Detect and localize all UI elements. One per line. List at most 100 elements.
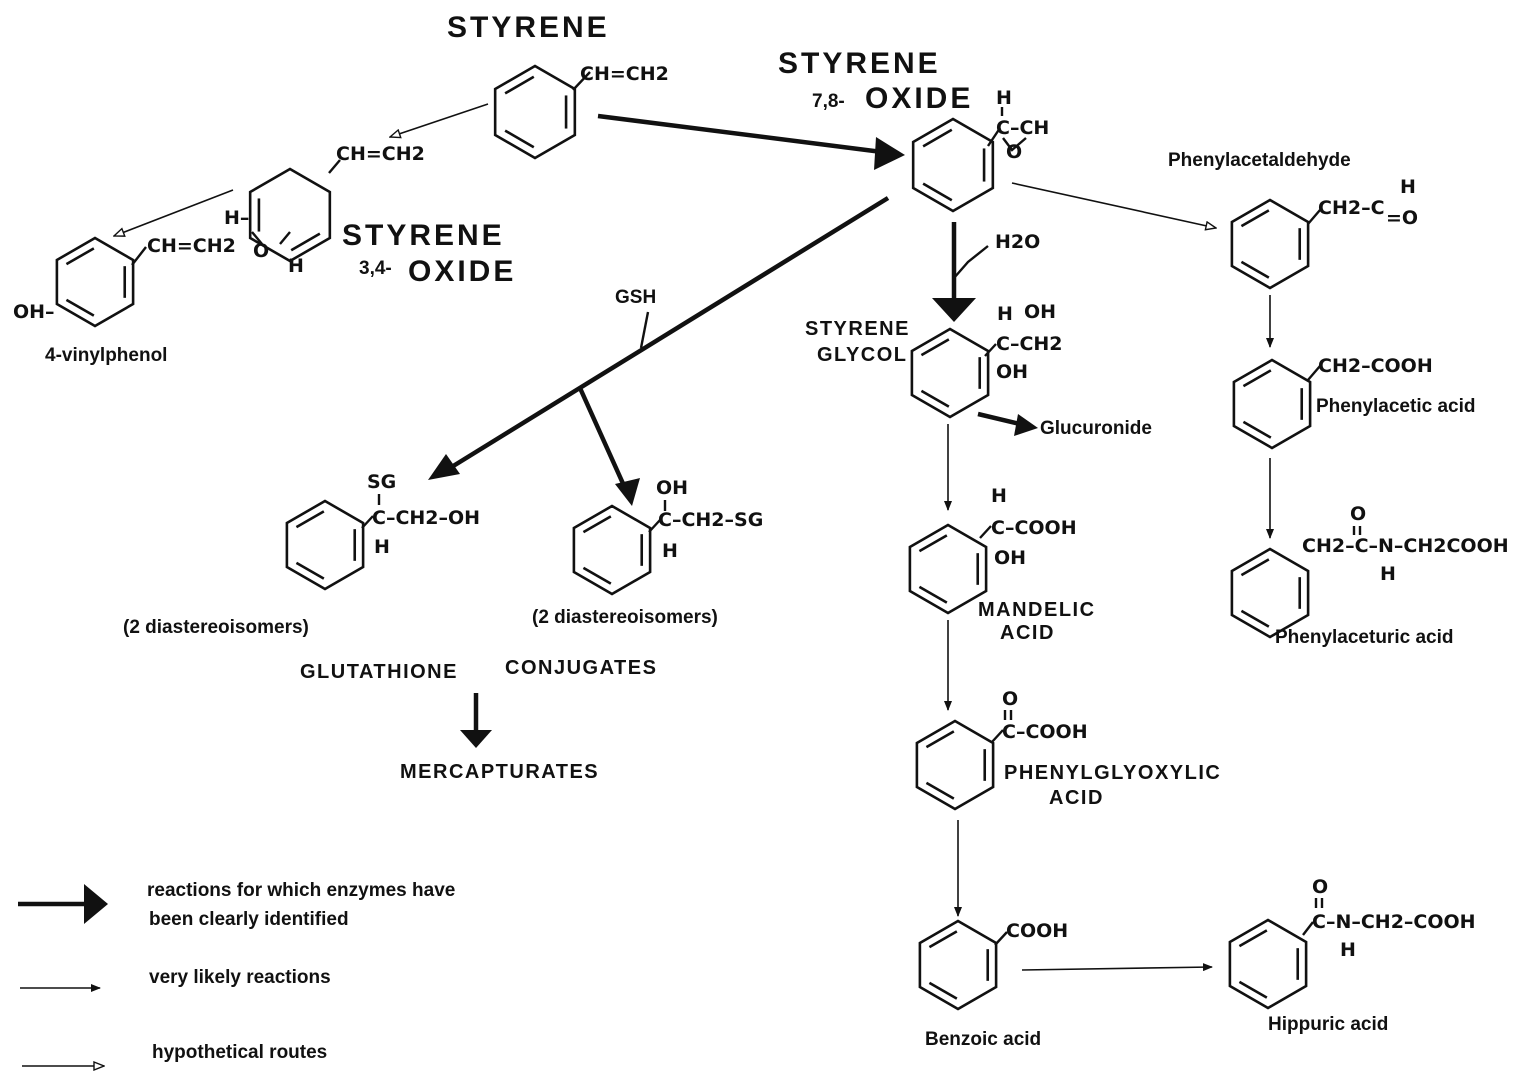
ring-benzoic-double-bond-1 <box>928 981 958 1000</box>
styrene-34-oxide-line2: OXIDE <box>408 255 516 288</box>
arrow-34-oxide-to-vinylphenol <box>114 189 234 236</box>
styrene-glycol-oh-top: OH <box>1024 301 1056 323</box>
compound-phenylacetic-acid: CH2–COOH Phenylacetic acid <box>1307 355 1475 417</box>
conj2-oh: OH <box>656 477 688 499</box>
mandelic-line1: MANDELIC <box>978 599 1096 621</box>
phenylglyoxylic-line2: ACID <box>1049 787 1104 809</box>
ring-phenylacetic <box>1232 358 1312 450</box>
styrene-34-oxide-line1: STYRENE <box>342 219 505 252</box>
ring-benzoic-double-bond-0 <box>928 930 958 949</box>
legend-hyp-text: hypothetical routes <box>152 1042 327 1063</box>
compound-styrene-78-oxide: STYRENE 7,8- OXIDE H C–CH O <box>778 47 1049 163</box>
legend-thin-text: very likely reactions <box>149 967 331 988</box>
compound-benzoic-acid: COOH Benzoic acid <box>925 920 1068 1050</box>
ring-conj1 <box>285 499 365 591</box>
phenylacetaldehyde-o: =O <box>1386 207 1418 229</box>
glutathione-line1: GLUTATHIONE <box>300 661 458 683</box>
ring-vinylphenol-double-bond-1 <box>65 298 95 317</box>
compound-phenylacetaldehyde: Phenylacetaldehyde CH2–C H =O <box>1168 150 1418 229</box>
vinylphenol-substituent: CH=CH2 <box>147 235 236 257</box>
ring-conj2-double-bond-1 <box>582 566 612 585</box>
arrow-to-conj2 <box>577 387 628 489</box>
reaction-arrows <box>114 103 1274 972</box>
arrow-benzoic-to-hippuric <box>1021 963 1213 972</box>
conj1-chain: C–CH2–OH <box>372 507 480 529</box>
ring-conj2 <box>572 504 652 596</box>
ring-styrene-double-bond-1 <box>504 129 535 149</box>
phenylaceturic-h: H <box>1380 563 1396 585</box>
ring-mandelic-double-bond-1 <box>918 585 948 604</box>
legend-thick-line1: reactions for which enzymes have <box>147 880 455 901</box>
styrene-34-oxide-o: O <box>253 240 269 262</box>
compound-4-vinylphenol: CH=CH2 OH– 4-vinylphenol <box>13 235 236 366</box>
mandelic-h: H <box>991 485 1007 507</box>
hippuric-o: O <box>1312 876 1328 898</box>
styrene-78-oxide-prefix: 7,8- <box>812 91 845 112</box>
conj1-note: (2 diastereoisomers) <box>123 617 309 638</box>
phenylacetaldehyde-chain: CH2–C <box>1318 197 1385 219</box>
styrene-glycol-h: H <box>997 303 1013 325</box>
ring-mandelic-double-bond-0 <box>918 534 948 553</box>
ring-glycol-double-bond-1 <box>920 389 950 408</box>
ring-phenylacetaldehyde-double-bond-1 <box>1240 260 1270 279</box>
phenylacetaldehyde-label: Phenylacetaldehyde <box>1168 150 1351 171</box>
ring-conj2-double-bond-0 <box>582 515 612 534</box>
ring-phenylacetaldehyde <box>1230 198 1310 290</box>
compound-phenylglyoxylic-acid: O C–COOH PHENYLGLYOXYLIC ACID <box>991 688 1220 809</box>
compound-gsh-conjugate-2: OH C–CH2–SG H (2 diastereoisomers) <box>532 477 763 628</box>
arrow-78-oxide-to-conj1 <box>448 196 890 470</box>
compound-phenylaceturic-acid: O CH2–C–N–CH2COOH H Phenylaceturic acid <box>1275 503 1509 648</box>
phenylacetic-chain: CH2–COOH <box>1318 355 1433 377</box>
legend-thick-head <box>84 884 108 924</box>
conj1-h: H <box>374 536 390 558</box>
phenylglyoxylic-o: O <box>1002 688 1018 710</box>
styrene-78-oxide-h: H <box>996 87 1012 109</box>
arrow-styrene-to-34-oxide <box>390 103 489 137</box>
ring-conj1-double-bond-0 <box>295 510 325 529</box>
ring-vinylphenol-double-bond-0 <box>65 247 95 266</box>
ring-mandelic <box>908 523 988 615</box>
compound-mandelic-acid: H C–COOH OH MANDELIC ACID <box>978 485 1096 644</box>
mandelic-line2: ACID <box>1000 622 1055 644</box>
phenylaceturic-label: Phenylaceturic acid <box>1275 627 1453 648</box>
ring-hippuric <box>1228 918 1308 1010</box>
phenylaceturic-chain: CH2–C–N–CH2COOH <box>1302 535 1509 557</box>
styrene-glycol-line1: STYRENE <box>805 318 910 340</box>
ring-78-oxide-double-bond-1 <box>922 182 953 202</box>
ring-phenylglyoxylic-double-bond-0 <box>925 730 955 749</box>
ring-glycol <box>910 327 990 419</box>
vinylphenol-oh: OH– <box>13 301 55 323</box>
conj1-sg: SG <box>367 471 396 493</box>
ring-phenylacetic-double-bond-0 <box>1242 369 1272 388</box>
mercapturates-label: MERCAPTURATES <box>400 761 599 783</box>
arrow-glycol-to-glucuronide <box>977 411 1021 427</box>
hippuric-h: H <box>1340 939 1356 961</box>
gsh-reagent: GSH <box>615 287 656 308</box>
arrowhead-78-oxide-to-conj1 <box>428 454 460 480</box>
benzene-rings <box>55 64 1312 1011</box>
ring-vinylphenol <box>55 236 135 328</box>
styrene-34-oxide-prefix: 3,4- <box>359 258 392 279</box>
phenylaceturic-o: O <box>1350 503 1366 525</box>
styrene-34-oxide-substituent: CH=CH2 <box>336 143 425 165</box>
conj2-chain: C–CH2–SG <box>658 509 763 531</box>
arrowhead-78-oxide-to-glycol <box>932 298 976 322</box>
ring-phenylaceturic-double-bond-0 <box>1240 558 1270 577</box>
styrene-78-oxide-line1: STYRENE <box>778 47 941 80</box>
phenylglyoxylic-chain: C–COOH <box>1002 721 1088 743</box>
benzoic-substituent: COOH <box>1006 920 1068 942</box>
arrow-78-oxide-to-phenylacetaldehyde <box>1011 182 1216 228</box>
styrene-34-oxide-h-bottom: H <box>288 255 304 277</box>
phenylacetaldehyde-h: H <box>1400 176 1416 198</box>
benzoic-label: Benzoic acid <box>925 1029 1041 1050</box>
ring-34-oxide-double-bond-1 <box>290 232 321 252</box>
water-branch <box>953 245 989 279</box>
ring-78-oxide <box>911 117 995 213</box>
arrow-styrene-to-78-oxide <box>597 113 883 155</box>
ring-benzoic <box>918 919 998 1011</box>
water-reagent: H2O <box>995 231 1040 253</box>
compound-gsh-conjugate-1: SG C–CH2–OH H (2 diastereoisomers) <box>123 471 480 638</box>
styrene-glycol-chain: C–CH2 <box>996 333 1063 355</box>
ring-phenylaceturic-double-bond-1 <box>1240 609 1270 628</box>
